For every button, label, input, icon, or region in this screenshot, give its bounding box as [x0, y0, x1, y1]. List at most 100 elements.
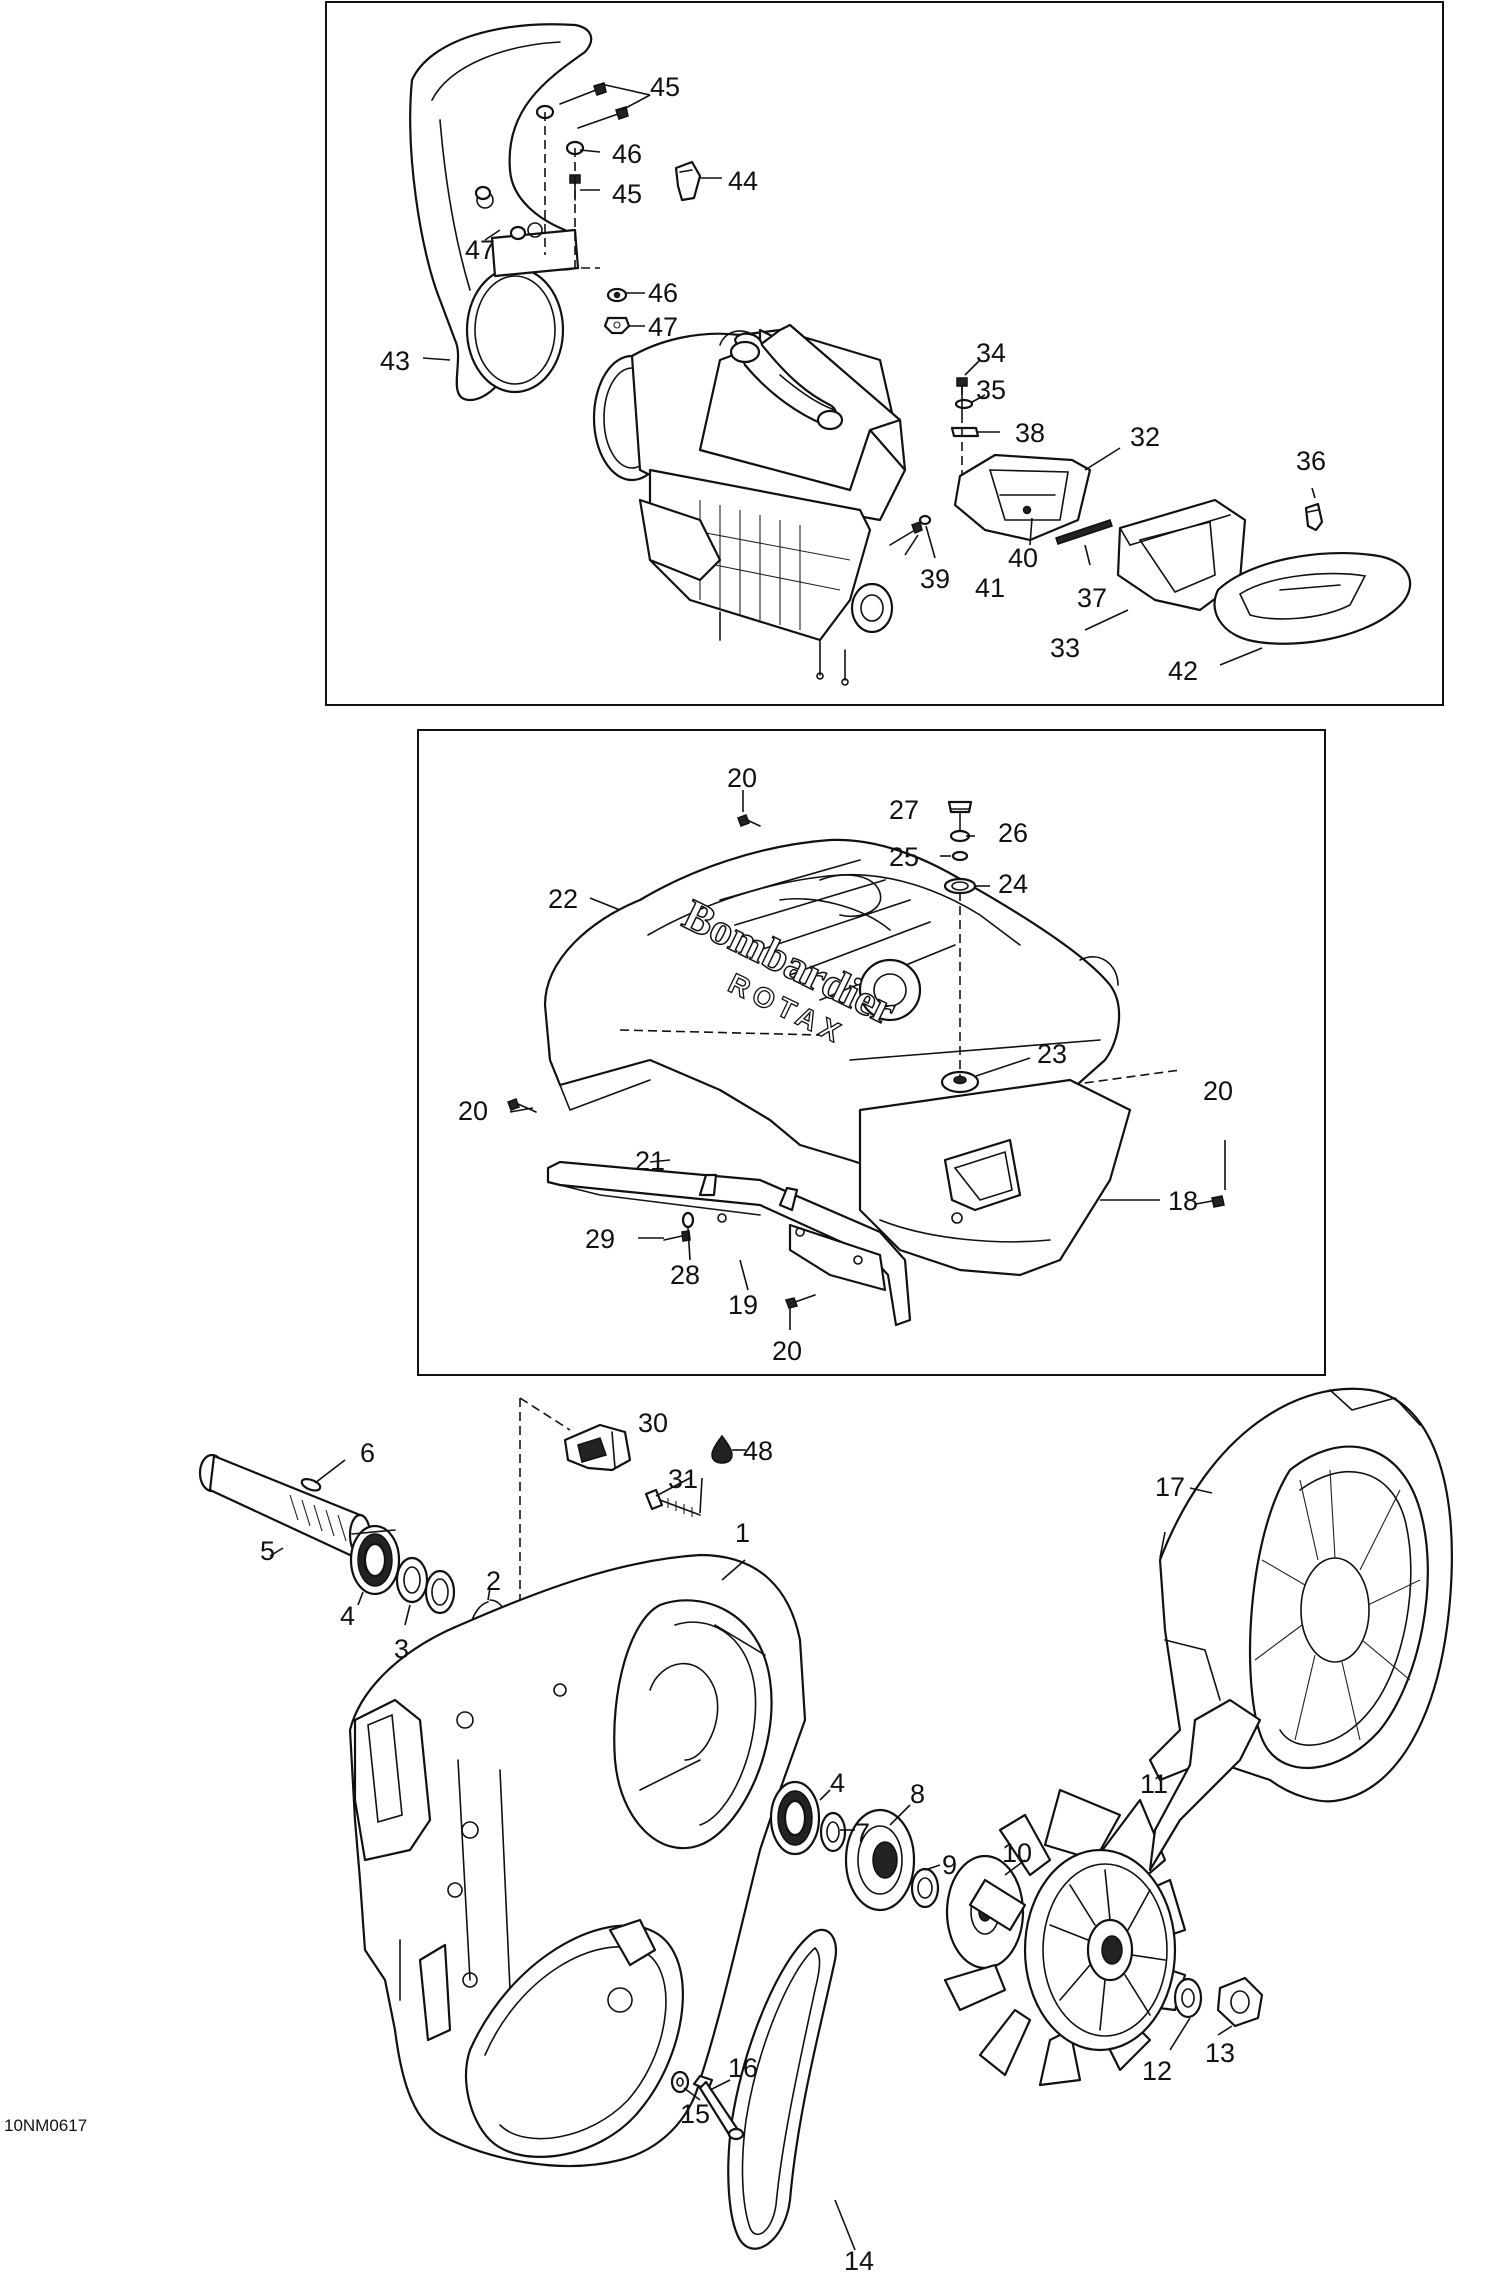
callout-25: 25 — [889, 842, 919, 872]
part-1-fan-housing — [348, 1553, 807, 2168]
callout-20-b: 20 — [1203, 1076, 1233, 1106]
parts-39-41-screws — [889, 514, 932, 546]
part-23-grommet — [940, 1070, 980, 1094]
callout-4-b: 4 — [830, 1768, 845, 1798]
part-37-foam-strip — [1055, 519, 1113, 545]
callout-32: 32 — [1130, 422, 1160, 452]
callout-47-a: 47 — [465, 235, 495, 265]
part-4-bearing-a — [349, 1524, 401, 1596]
callout-10: 10 — [1002, 1838, 1032, 1868]
callout-26: 26 — [998, 818, 1028, 848]
parts-34-35-38-fasteners — [950, 377, 980, 475]
callouts-panel-1: 45 46 45 44 47 46 47 43 34 35 38 32 36 4… — [380, 72, 1326, 686]
part-4-bearing-b — [769, 1780, 821, 1856]
callout-31: 31 — [668, 1464, 698, 1494]
callout-11: 11 — [1140, 1769, 1168, 1799]
engine-assembly — [592, 323, 907, 686]
figure-reference: 10NM0617 — [4, 2116, 87, 2135]
panel-engine-cover: Bombardier ROTAX — [417, 729, 1326, 1376]
callout-5: 5 — [260, 1536, 275, 1566]
callouts-panel-3: 1 2 3 4 5 6 30 48 31 17 4 7 8 9 10 11 12… — [260, 1408, 1235, 2276]
part-22-engine-cover: Bombardier ROTAX — [543, 838, 1181, 1182]
part-32-air-intake — [953, 453, 1092, 542]
part-9-spacer — [910, 1867, 940, 1909]
callout-37: 37 — [1077, 583, 1107, 613]
callout-34: 34 — [976, 338, 1006, 368]
callout-28: 28 — [670, 1260, 700, 1290]
panel-engine-intake: 45 46 45 44 47 46 47 43 34 35 38 32 36 4… — [325, 1, 1444, 706]
callout-44: 44 — [728, 166, 758, 196]
parts-28-29-screw-washer — [663, 1211, 695, 1242]
callout-20-c: 20 — [458, 1096, 488, 1126]
parts-30-31-48 — [563, 1423, 733, 1517]
part-5-shaft — [198, 1453, 372, 1557]
callout-46-a: 46 — [612, 139, 642, 169]
part-14-drive-belt — [727, 1928, 838, 2250]
callout-6: 6 — [360, 1438, 375, 1468]
part-44-clip — [674, 160, 702, 202]
callout-15: 15 — [680, 2099, 710, 2129]
callout-35: 35 — [976, 375, 1006, 405]
callout-45-b: 45 — [612, 179, 642, 209]
callout-21: 21 — [635, 1146, 665, 1176]
part-12-washer — [1173, 1977, 1203, 2019]
callout-9: 9 — [942, 1850, 957, 1880]
panel-frame-top — [325, 1, 1444, 706]
part-3-spacers — [395, 1556, 456, 1615]
part-13-nut — [1216, 1976, 1264, 2028]
callout-42: 42 — [1168, 656, 1198, 686]
part-16-screw — [692, 2074, 745, 2141]
callout-16: 16 — [728, 2053, 758, 2083]
callout-30: 30 — [638, 1408, 668, 1438]
callout-43: 43 — [380, 346, 410, 376]
parts-20-screws — [507, 814, 1225, 1309]
callout-38: 38 — [1015, 418, 1045, 448]
part-45-screws-upper — [474, 82, 631, 335]
panel-fan-housing: 1 2 3 4 5 6 30 48 31 17 4 7 8 9 10 11 12… — [198, 1387, 1453, 2276]
callout-29: 29 — [585, 1224, 615, 1254]
part-43-belt-guard — [409, 23, 593, 402]
callout-41: 41 — [975, 573, 1005, 603]
panel-frame-middle — [417, 729, 1326, 1376]
callout-12: 12 — [1142, 2056, 1172, 2086]
callout-45-a: 45 — [650, 72, 680, 102]
callout-40: 40 — [1008, 543, 1038, 573]
callout-3: 3 — [394, 1634, 409, 1664]
callout-20-d: 20 — [772, 1336, 802, 1366]
part-21-19-brackets — [546, 1160, 912, 1327]
callout-14: 14 — [844, 2246, 874, 2276]
callout-1: 1 — [735, 1518, 750, 1548]
part-8-pulley-half — [844, 1808, 916, 1912]
callout-13: 13 — [1205, 2038, 1235, 2068]
callout-7: 7 — [855, 1818, 870, 1848]
callout-4-a: 4 — [340, 1601, 355, 1631]
leaders-panel-3 — [269, 1449, 1233, 2251]
callout-46-b: 46 — [648, 278, 678, 308]
part-7-spacer — [819, 1811, 847, 1853]
callout-48: 48 — [743, 1436, 773, 1466]
callout-39: 39 — [920, 564, 950, 594]
callout-47-b: 47 — [648, 312, 678, 342]
callout-2: 2 — [486, 1566, 501, 1596]
callout-24: 24 — [998, 869, 1028, 899]
callout-20-a: 20 — [727, 763, 757, 793]
callout-22: 22 — [548, 884, 578, 914]
callout-8: 8 — [910, 1779, 925, 1809]
leaders-panel-2 — [509, 790, 1226, 1330]
callout-27: 27 — [889, 795, 919, 825]
part-18-lower-cover — [858, 1078, 1132, 1277]
callout-36: 36 — [1296, 446, 1326, 476]
part-17-fan-shroud — [1148, 1387, 1453, 1872]
part-11-cooling-fan — [943, 1788, 1187, 2087]
leaders-panel-1 — [422, 83, 1316, 666]
part-36-clip — [1304, 502, 1324, 532]
part-15-washer — [670, 2070, 690, 2094]
callouts-panel-2: 20 27 26 25 24 22 23 20 20 21 18 29 28 1… — [458, 763, 1233, 1366]
callout-17: 17 — [1155, 1472, 1185, 1502]
part-42-intake-cover — [1213, 552, 1412, 645]
callout-33: 33 — [1050, 633, 1080, 663]
callout-23: 23 — [1037, 1039, 1067, 1069]
callout-18: 18 — [1168, 1186, 1198, 1216]
callout-19: 19 — [728, 1290, 758, 1320]
